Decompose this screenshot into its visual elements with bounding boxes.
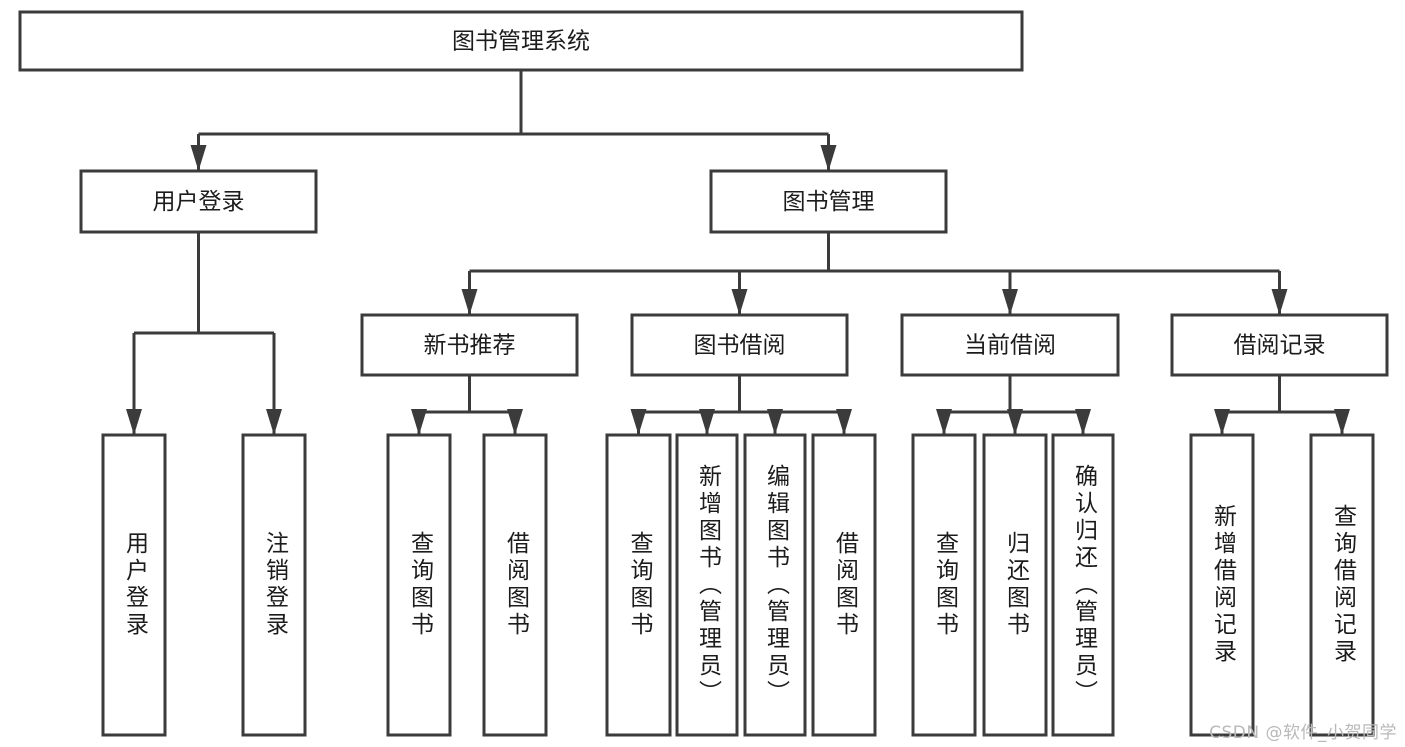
node-box-leaf-4[interactable] bbox=[605, 433, 672, 737]
arrow-head-icon-leaf-12 bbox=[1334, 409, 1350, 435]
arrow-head-icon-leaf-8 bbox=[936, 409, 952, 435]
arrow-head-icon-leaf-3 bbox=[507, 409, 523, 435]
node-box-leaf-5[interactable] bbox=[675, 433, 739, 737]
node-label-level3-2: 当前借阅 bbox=[964, 333, 1056, 359]
arrow-head-icon-level3-2 bbox=[1002, 289, 1018, 315]
node-box-leaf-3[interactable] bbox=[482, 433, 548, 737]
arrow-head-icon-leaf-11 bbox=[1214, 409, 1230, 435]
node-label-root: 图书管理系统 bbox=[452, 29, 590, 55]
arrow-head-icon-level3-3 bbox=[1271, 289, 1288, 315]
arrow-head-icon-level2-1 bbox=[820, 145, 837, 171]
node-label-level2-0: 用户登录 bbox=[153, 189, 245, 215]
node-box-level3-2[interactable] bbox=[900, 313, 1120, 377]
arrow-head-icon-leaf-2 bbox=[411, 409, 427, 435]
node-box-leaf-8[interactable] bbox=[911, 433, 977, 737]
node-box-level3-3[interactable] bbox=[1170, 313, 1389, 377]
node-label-level3-3: 借阅记录 bbox=[1234, 333, 1326, 359]
node-box-leaf-6[interactable] bbox=[743, 433, 807, 737]
node-box-leaf-7[interactable] bbox=[811, 433, 877, 737]
connector-lines bbox=[126, 70, 1350, 435]
node-box-leaf-0[interactable] bbox=[101, 433, 167, 737]
arrow-head-icon-leaf-7 bbox=[836, 409, 852, 435]
arrow-head-icon-leaf-10 bbox=[1075, 409, 1091, 435]
arrow-head-icon-leaf-6 bbox=[767, 409, 783, 435]
node-box-level3-1[interactable] bbox=[630, 313, 849, 377]
node-boxes bbox=[18, 10, 1389, 737]
arrow-head-icon-leaf-9 bbox=[1007, 409, 1023, 435]
arrow-head-icon-level3-0 bbox=[461, 289, 478, 315]
arrow-head-icon-level2-0 bbox=[190, 145, 207, 171]
node-box-leaf-12[interactable] bbox=[1309, 433, 1375, 737]
csdn-watermark: CSDN @软件_小贺同学 bbox=[1209, 723, 1397, 743]
node-box-leaf-2[interactable] bbox=[386, 433, 452, 737]
node-box-leaf-11[interactable] bbox=[1189, 433, 1255, 737]
arrow-head-icon-leaf-4 bbox=[630, 409, 647, 435]
node-label-level2-1: 图书管理 bbox=[783, 189, 875, 215]
arrow-head-icon-leaf-1 bbox=[266, 409, 282, 435]
node-box-leaf-1[interactable] bbox=[241, 433, 307, 737]
arrow-head-icon-level3-1 bbox=[731, 289, 748, 315]
node-box-level2-0[interactable] bbox=[79, 169, 318, 234]
node-box-leaf-9[interactable] bbox=[982, 433, 1048, 737]
arrow-head-icon-leaf-5 bbox=[699, 409, 715, 435]
node-box-level3-0[interactable] bbox=[360, 313, 579, 377]
arrow-head-icon-leaf-0 bbox=[126, 409, 142, 435]
node-label-level3-0: 新书推荐 bbox=[424, 333, 516, 359]
node-box-leaf-10[interactable] bbox=[1051, 433, 1115, 737]
node-box-level2-1[interactable] bbox=[709, 169, 948, 234]
node-box-root[interactable] bbox=[18, 10, 1024, 72]
node-label-level3-1: 图书借阅 bbox=[694, 333, 786, 359]
